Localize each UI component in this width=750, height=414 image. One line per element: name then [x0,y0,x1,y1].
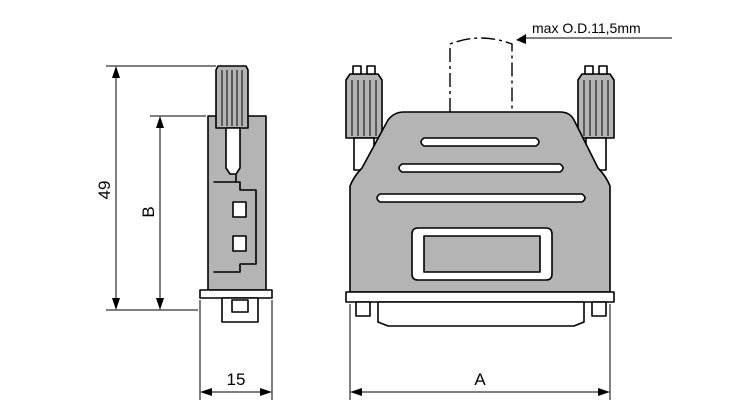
width-dimension-label: A [474,370,486,389]
side-view [199,65,273,323]
side-latch-window-bottom [232,235,247,252]
dimension-lines [106,34,672,400]
side-flange [199,289,273,299]
height-dimension-label: 49 [95,181,114,200]
front-flange [345,291,615,303]
cable-diameter-note: max O.D.11,5mm [532,20,641,36]
right-clip [591,301,607,317]
depth-dimension-label: 15 [227,370,246,389]
label-window-inner [423,235,541,273]
inner-dimension-label: B [139,206,158,217]
lower-rib [376,193,586,203]
front-view [345,37,615,327]
cable-outline [449,37,513,112]
middle-rib [398,163,564,173]
front-connector-shell [377,301,585,327]
side-latch [213,181,257,273]
side-connector-slot [231,299,249,313]
side-latch-window-top [232,201,247,218]
left-clip [355,301,371,317]
top-rib [420,137,540,147]
side-screw-shaft [225,127,241,175]
